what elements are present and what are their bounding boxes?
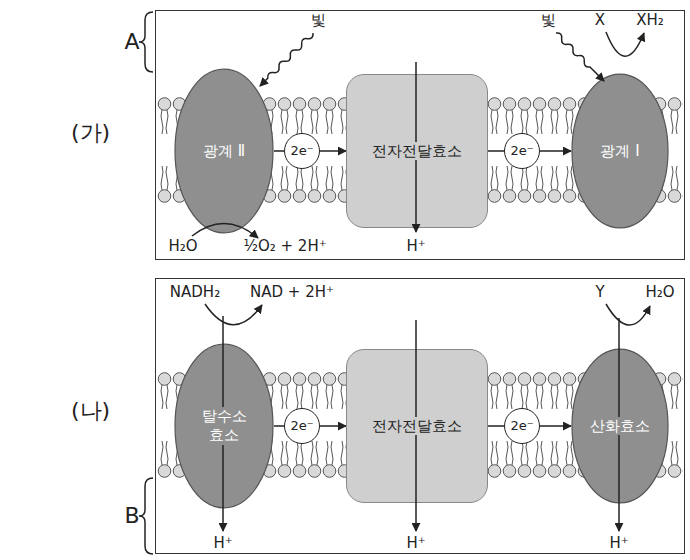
molecule-label: H⁺ [213,534,232,552]
node-label: 2e⁻ [288,418,315,434]
node-label: 2e⁻ [288,143,315,159]
proton-arrow [415,320,417,531]
molecule-label: ½O₂ + 2H⁺ [243,237,326,255]
reaction-curve [205,304,262,325]
molecule-label: H⁺ [609,534,628,552]
protein-complex: 광계 Ⅱ [174,68,274,234]
molecule-label: 빛 [541,11,556,29]
reaction-curve [606,304,650,325]
light-wave [554,31,606,83]
protein-complex: 탈수소 효소 [174,343,274,509]
reaction-curve [606,32,644,56]
proton-arrow [222,316,224,531]
molecule-label: H⁺ [406,237,425,255]
molecule-label: 빛 [311,11,326,29]
molecule-label: NADH₂ [170,283,220,301]
electron-pair: 2e⁻ [504,408,540,444]
electron-pair: 2e⁻ [284,408,320,444]
electron-flow-arrow [488,425,504,427]
proton-arrow [415,62,417,232]
node-label: 광계 Ⅰ [598,142,641,161]
electron-flow-arrow [274,425,284,427]
protein-complex: 산화효소 [571,348,669,504]
molecule-label: H₂O [645,283,674,301]
electron-flow-arrow [320,425,346,427]
electron-pair: 2e⁻ [504,133,540,169]
node-label: 산화효소 [588,417,652,436]
electron-flow-arrow [274,150,284,152]
proton-arrow [618,318,620,531]
panel-label: (나) [71,397,110,425]
region-letter: B [124,503,139,529]
membrane-panel: (가)광계 Ⅱ2e⁻전자전달효소2e⁻광계 Ⅰ [155,10,685,260]
molecule-label: H₂O [168,237,197,255]
panel-label: (가) [71,119,110,147]
transport-enzyme: 전자전달효소 [346,349,488,503]
electron-pair: 2e⁻ [284,133,320,169]
node-label: 전자전달효소 [370,142,464,161]
region-brace [139,12,153,72]
node-label: 2e⁻ [508,418,535,434]
molecule-label: X [595,11,605,29]
electron-flow-arrow [540,150,571,152]
molecule-label: XH₂ [636,11,664,29]
node-label: 광계 Ⅱ [201,142,247,161]
electron-flow-arrow [488,150,504,152]
reaction-curve [192,223,258,238]
molecule-label: H⁺ [406,534,425,552]
node-label: 탈수소 효소 [192,407,256,445]
protein-complex: 광계 Ⅰ [571,73,669,229]
transport-enzyme: 전자전달효소 [346,74,488,228]
node-label: 2e⁻ [508,143,535,159]
electron-flow-arrow [320,150,346,152]
molecule-label: Y [595,283,604,301]
electron-flow-arrow [540,425,571,427]
region-letter: A [124,29,139,55]
region-brace [139,478,153,554]
molecule-label: NAD + 2H⁺ [250,283,334,301]
membrane-panel: (나)탈수소 효소2e⁻전자전달효소2e⁻산화효소 [155,278,685,554]
node-label: 전자전달효소 [370,417,464,436]
light-wave [258,31,315,88]
